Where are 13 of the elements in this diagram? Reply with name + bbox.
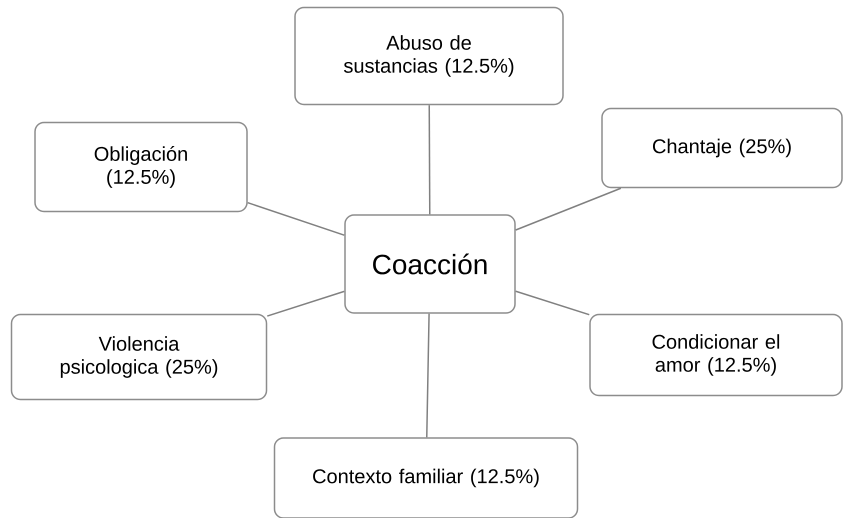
connector-line [267, 290, 344, 317]
connector-line [426, 314, 430, 438]
topic-box: Chantaje (25%) [601, 108, 843, 188]
connector-line [428, 105, 431, 214]
topic-box: Contexto familiar (12.5%) [274, 437, 578, 518]
topic-box: Abuso de sustancias (12.5%) [294, 6, 564, 106]
topic-box: Obligación (12.5%) [34, 122, 248, 212]
topic-box: Condicionar el amor (12.5%) [589, 314, 843, 396]
center-box: Coacción [344, 214, 516, 314]
connector-line [515, 188, 622, 231]
connector-line [248, 202, 344, 236]
topic-box: Violencia psicologica (25%) [10, 314, 268, 400]
connector-line [516, 290, 590, 316]
